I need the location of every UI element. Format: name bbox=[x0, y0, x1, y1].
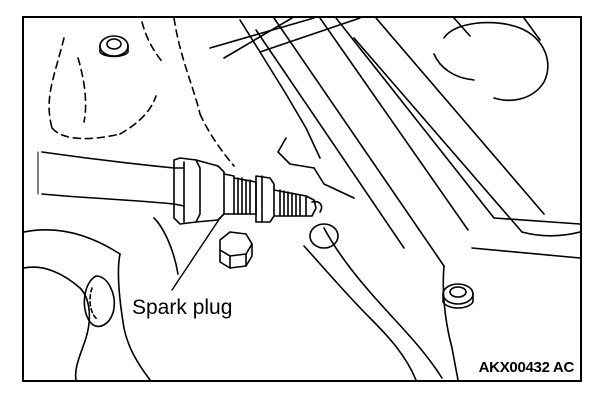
engine-illustration bbox=[24, 18, 580, 380]
bolt-top-left bbox=[99, 35, 129, 58]
spark-plug-label: Spark plug bbox=[132, 296, 233, 319]
bolt-center bbox=[219, 231, 253, 269]
engine-lower-left bbox=[24, 217, 179, 380]
bolt-top-right bbox=[433, 18, 549, 102]
bolt-bottom-right bbox=[442, 283, 474, 309]
spark-plug-hole bbox=[309, 223, 339, 249]
spark-plug bbox=[223, 173, 323, 223]
callout-leader-line bbox=[171, 217, 221, 291]
spark-plug-cable bbox=[37, 151, 185, 207]
cylinder-head bbox=[209, 18, 580, 380]
engine-background-outline bbox=[48, 18, 235, 167]
spark-plug-boot bbox=[173, 157, 225, 225]
diagram-frame: Spark plug AKX00432 AC bbox=[22, 16, 582, 382]
figure-code: AKX00432 AC bbox=[478, 359, 575, 376]
